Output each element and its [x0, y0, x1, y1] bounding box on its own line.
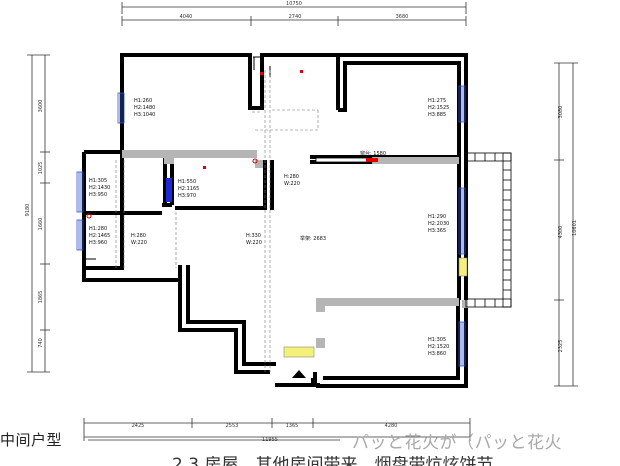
watermark-text: パッと花火が（パッと花火 — [352, 433, 562, 453]
svg-text:H2:1430: H2:1430 — [89, 185, 110, 191]
svg-text:W:220: W:220 — [131, 240, 147, 246]
svg-text:H3:1040: H3:1040 — [134, 112, 155, 118]
yellow-openings — [283, 257, 468, 358]
dim-top-total: 10750 — [286, 1, 302, 7]
svg-text:H:280: H:280 — [131, 233, 146, 239]
svg-text:H3:950: H3:950 — [89, 192, 107, 198]
svg-text:H3:365: H3:365 — [428, 228, 446, 234]
columns — [122, 150, 468, 348]
dim-top-3: 3680 — [396, 14, 409, 20]
dim-top-1: 4040 — [180, 14, 193, 20]
dim-right-3: 2325 — [558, 340, 564, 353]
dim-bottom-1: 2425 — [132, 423, 145, 429]
balcony — [465, 152, 512, 308]
svg-text:H1:290: H1:290 — [428, 214, 446, 220]
svg-text:H3:860: H3:860 — [428, 351, 446, 357]
svg-text:H1:305: H1:305 — [428, 337, 446, 343]
svg-text:H1:550: H1:550 — [178, 179, 196, 185]
dim-left-3: 1660 — [38, 218, 44, 231]
red-markers — [86, 70, 303, 219]
dim-bottom-4: 4280 — [385, 423, 398, 429]
svg-text:H2:2030: H2:2030 — [428, 221, 449, 227]
entrance-marker — [292, 370, 306, 378]
svg-text:H1:305: H1:305 — [89, 178, 107, 184]
sill-bar — [315, 157, 378, 163]
dark-blue-window — [166, 178, 172, 202]
svg-text:H3:885: H3:885 — [428, 112, 446, 118]
svg-text:H:330: H:330 — [246, 233, 261, 239]
dim-top-2: 2740 — [289, 14, 302, 20]
caption-fragment: 2.3 房屋，其他房间带来，烟盘带炕炫饼节 — [172, 456, 494, 466]
svg-text:H1:275: H1:275 — [428, 98, 446, 104]
svg-text:W:220: W:220 — [246, 240, 262, 246]
ceiling-height-label: 举架: 2683 — [300, 235, 326, 242]
page-title: 中间户型 — [0, 431, 63, 449]
dimension-lines — [27, 2, 578, 441]
dim-right-2: 4300 — [558, 226, 564, 239]
dim-left-5: 740 — [38, 338, 44, 348]
svg-text:H2:1465: H2:1465 — [89, 233, 110, 239]
dim-right-total: 10601 — [572, 220, 578, 236]
svg-text:H2:1525: H2:1525 — [428, 105, 449, 111]
windows — [76, 85, 466, 367]
svg-text:H2:1480: H2:1480 — [134, 105, 155, 111]
dim-bottom-3: 1365 — [286, 423, 299, 429]
svg-text:H1:260: H1:260 — [134, 98, 152, 104]
svg-text:H:280: H:280 — [284, 174, 299, 180]
svg-text:H3:970: H3:970 — [178, 193, 196, 199]
dim-right-1: 3080 — [558, 106, 564, 119]
svg-text:H3:960: H3:960 — [89, 240, 107, 246]
dim-bottom-2: 2553 — [226, 423, 239, 429]
svg-text:H1:280: H1:280 — [89, 226, 107, 232]
svg-text:H2:1520: H2:1520 — [428, 344, 449, 350]
dim-left-2: 1025 — [38, 162, 44, 175]
sill-label: 窗台: 1580 — [360, 150, 386, 157]
svg-text:W:220: W:220 — [284, 181, 300, 187]
dim-left-total: 9180 — [25, 204, 31, 217]
svg-text:H2:1165: H2:1165 — [178, 186, 199, 192]
dim-left-4: 1865 — [38, 291, 44, 304]
dashed-guides — [115, 70, 319, 372]
dimension-texts: 10750 4040 2740 3680 2425 2553 1365 4280… — [25, 1, 578, 443]
dim-left-1: 3600 — [38, 100, 44, 113]
